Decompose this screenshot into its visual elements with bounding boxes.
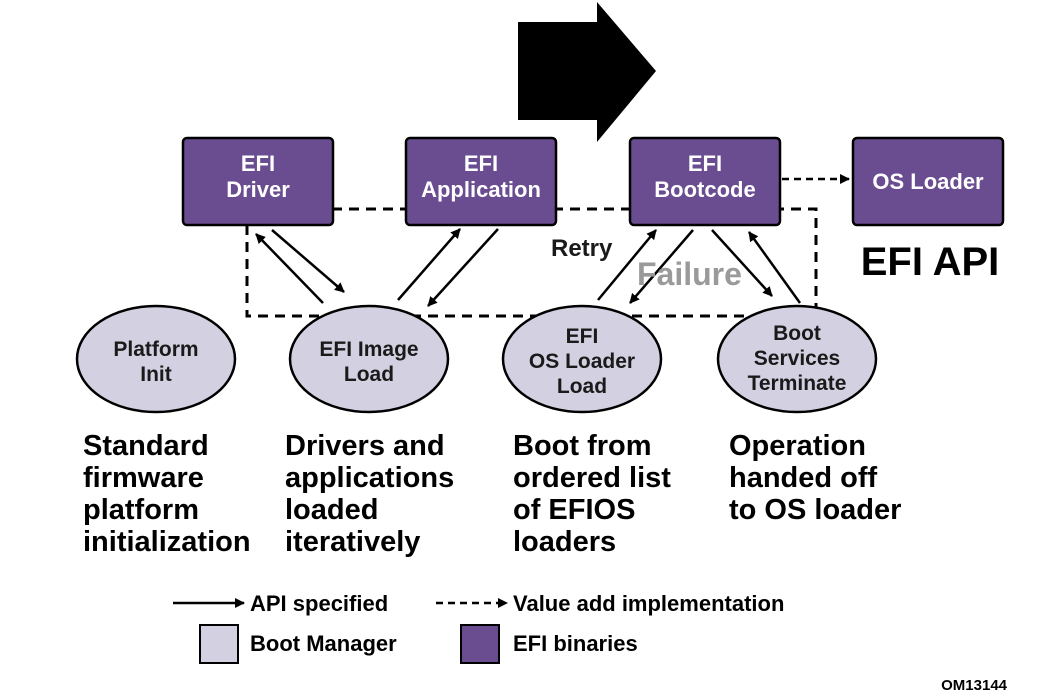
efi-image-load-label-2: Load [344,363,394,386]
caption-image-load: Drivers and applications loaded iterativ… [285,430,454,558]
efi-os-loader-load-label-3: Load [557,375,607,398]
caption-image-load-line-2: applications [285,462,454,494]
caption-os-loader-load-line-4: loaders [513,526,616,558]
image-load-to-application-arrow [397,228,461,301]
efi-bootcode-label-1: EFI [688,151,722,176]
platform-init-ellipse: Platform Init [75,304,237,414]
legend-value-add: Value add implementation [513,591,784,616]
efi-bootcode-box: EFI Bootcode [628,136,782,227]
retry-label: Retry [551,235,613,262]
efi-application-label-1: EFI [464,151,498,176]
efi-application-box: EFI Application [404,136,558,227]
caption-platform-line-1: Standard [83,430,209,462]
caption-platform-line-4: initialization [83,526,251,558]
legend-api-specified: API specified [250,591,388,616]
driver-to-image-load-arrow [271,229,345,293]
efi-application-label-2: Application [421,177,541,202]
terminate-to-bootcode-arrow [747,231,802,304]
efi-api-label: EFI API [861,240,1000,284]
caption-platform-line-3: platform [83,494,199,526]
efi-driver-label-1: EFI [241,151,275,176]
caption-os-loader-load-line-2: ordered list [513,462,671,494]
os-loader-label: OS Loader [872,169,984,194]
efi-image-load-ellipse: EFI Image Load [288,304,450,414]
bootcode-retry-arrow [629,229,694,304]
os-loader-load-to-bootcode-arrow [597,229,657,301]
efi-image-load-label-1: EFI Image [319,338,418,361]
caption-terminate-line-1: Operation [729,430,866,462]
legend: API specified Value add implementation B… [173,591,784,664]
boot-services-terminate-label-2: Services [754,347,840,370]
efi-os-loader-load-label-1: EFI [566,325,599,348]
caption-image-load-line-4: iteratively [285,526,420,558]
boot-services-terminate-label-3: Terminate [748,372,847,395]
caption-terminate-line-3: to OS loader [729,494,901,526]
caption-image-load-line-1: Drivers and [285,430,445,462]
figure-id: OM13144 [941,677,1008,694]
boot-services-terminate-ellipse: Boot Services Terminate [716,304,878,414]
caption-os-loader-load-line-1: Boot from [513,430,652,462]
phase-arrow-icon [518,2,656,142]
bootcode-to-terminate-arrow [711,229,773,297]
platform-init-label-1: Platform [113,338,198,361]
caption-os-loader-load: Boot from ordered list of EFIOS loaders [513,430,671,558]
legend-boot-manager-swatch [199,624,239,664]
image-load-to-driver-arrow [255,233,324,304]
boot-manager-region [245,207,818,318]
caption-terminate-line-2: handed off [729,462,878,494]
caption-platform-line-2: firmware [83,462,204,494]
failure-label: Failure [637,256,742,292]
efi-bootcode-label-2: Bootcode [654,177,755,202]
caption-platform: Standard firmware platform initializatio… [83,430,251,558]
efi-os-loader-load-label-2: OS Loader [529,350,635,373]
efi-driver-label-2: Driver [226,177,290,202]
os-loader-box: OS Loader [851,136,1005,227]
caption-image-load-line-3: loaded [285,494,378,526]
efi-driver-box: EFI Driver [181,136,335,227]
application-to-image-load-arrow [427,228,499,307]
platform-init-label-2: Init [140,363,172,386]
caption-os-loader-load-line-3: of EFIOS [513,494,635,526]
legend-efi-binaries-swatch [460,624,500,664]
caption-terminate: Operation handed off to OS loader [729,430,901,526]
legend-boot-manager: Boot Manager [250,631,397,656]
efi-os-loader-load-ellipse: EFI OS Loader Load [501,304,663,414]
legend-efi-binaries: EFI binaries [513,631,638,656]
boot-services-terminate-label-1: Boot [773,322,821,345]
